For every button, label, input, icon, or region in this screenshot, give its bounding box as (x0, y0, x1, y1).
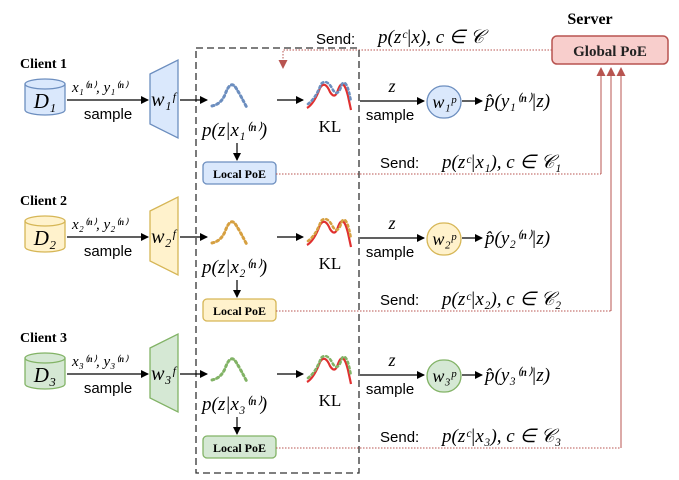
local-poe-label-2: Local PoE (213, 304, 266, 318)
local-poe-box-2 (202, 298, 277, 322)
local-poe-box-1 (202, 161, 277, 185)
dataset-cylinder-3 (24, 358, 66, 390)
dataset-cylinder-top-1 (24, 78, 66, 90)
client-send-label-3: Send: (380, 429, 419, 446)
posterior-label-2: p(z|x₂⁽ⁿ⁾) (200, 257, 267, 278)
dataset-label-1: D₁ (33, 89, 56, 113)
kl-curve-dotted-1 (306, 80, 353, 106)
dataset-cylinder-top-2 (24, 215, 66, 227)
kl-label-1: KL (319, 117, 342, 136)
latent-region-box (195, 47, 360, 474)
global-poe-label: Global PoE (573, 44, 647, 60)
client-send-label-2: Send: (380, 292, 419, 309)
dataset-label-3: D₃ (33, 363, 56, 387)
posterior-curve-2 (210, 220, 249, 247)
prediction-label-1: p̂(y₁⁽ⁿ⁾|z) (483, 91, 550, 112)
posterior-label-1: p(z|x₁⁽ⁿ⁾) (200, 120, 267, 141)
encoder-label-1: w₁ᶠ (151, 89, 178, 111)
sample-pair-2: x₂⁽ⁿ⁾, y₂⁽ⁿ⁾ (71, 217, 129, 233)
prediction-label-2: p̂(y₂⁽ⁿ⁾|z) (483, 228, 550, 249)
predictor-label-3: w₃ᵖ (432, 366, 456, 386)
sample-label-1: sample (84, 106, 132, 123)
prediction-label-3: p̂(y₃⁽ⁿ⁾|z) (483, 365, 550, 386)
client-send-formula-3: p(zᶜ|x₃), c ∈ 𝒞₃ (440, 426, 561, 447)
client-send-label-1: Send: (380, 155, 419, 172)
z-label-1: z (387, 76, 395, 96)
client-title-1: Client 1 (20, 57, 67, 72)
encoder-label-2: w₂ᶠ (151, 226, 178, 248)
server-title: Server (567, 11, 612, 28)
kl-curve-dotted-2 (306, 217, 353, 243)
posterior-label-3: p(z|x₃⁽ⁿ⁾) (200, 394, 267, 415)
z-sample-label-3: sample (366, 381, 414, 398)
predictor-block-1 (426, 85, 462, 119)
z-sample-label-2: sample (366, 244, 414, 261)
encoder-block-1 (149, 58, 179, 140)
server-send-arrow (278, 49, 552, 69)
predictor-label-1: w₁ᵖ (432, 92, 456, 112)
predictor-block-2 (426, 222, 462, 256)
z-sample-label-1: sample (366, 107, 414, 124)
encoder-block-2 (149, 195, 179, 277)
posterior-curve-1 (210, 83, 249, 110)
encoder-block-3 (149, 332, 179, 414)
sample-label-2: sample (84, 243, 132, 260)
client-title-3: Client 3 (20, 331, 67, 346)
local-poe-label-1: Local PoE (213, 167, 266, 181)
local-poe-label-3: Local PoE (213, 441, 266, 455)
dataset-cylinder-2 (24, 221, 66, 253)
posterior-curve-3 (210, 357, 249, 384)
dataset-cylinder-top-3 (24, 352, 66, 364)
kl-curve-dotted-3 (306, 354, 353, 380)
dataset-cylinder-1 (24, 84, 66, 116)
client-send-formula-2: p(zᶜ|x₂), c ∈ 𝒞₂ (440, 289, 562, 310)
sample-pair-3: x₃⁽ⁿ⁾, y₃⁽ⁿ⁾ (71, 354, 129, 370)
client-send-formula-1: p(zᶜ|x₁), c ∈ 𝒞₁ (440, 152, 561, 173)
z-label-3: z (387, 350, 395, 370)
encoder-label-3: w₃ᶠ (151, 363, 178, 385)
sample-pair-1: x₁⁽ⁿ⁾, y₁⁽ⁿ⁾ (71, 80, 129, 96)
kl-label-2: KL (319, 254, 342, 273)
z-label-2: z (387, 213, 395, 233)
kl-label-3: KL (319, 391, 342, 410)
dataset-label-2: D₂ (33, 226, 56, 250)
predictor-label-2: w₂ᵖ (432, 229, 456, 249)
server-send-label: Send: (316, 31, 355, 48)
local-poe-box-3 (202, 435, 277, 459)
client-title-2: Client 2 (20, 194, 67, 209)
server-send-formula: p(zᶜ|x), c ∈ 𝒞 (376, 27, 489, 48)
predictor-block-3 (426, 359, 462, 393)
sample-label-3: sample (84, 380, 132, 397)
clients-layer: Client 1 D₁ x₁⁽ⁿ⁾, y₁⁽ⁿ⁾ sample w₁ᶠ p(z|x₁⁽ⁿ⁾… (20, 57, 621, 459)
